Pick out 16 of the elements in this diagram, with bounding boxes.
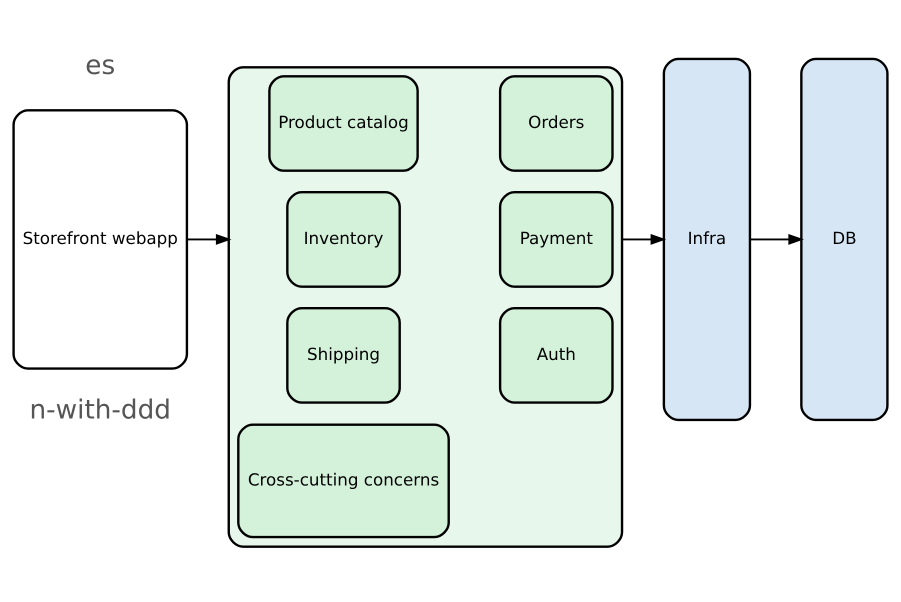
arrow [622, 234, 666, 245]
node-box: Payment [498, 191, 614, 288]
node-box: Storefront webapp [12, 109, 188, 370]
node-box: Infra [662, 58, 752, 422]
node-box: Inventory [286, 191, 401, 288]
label: n-with-ddd [30, 395, 171, 426]
node-box: Auth [498, 306, 614, 404]
arrow [187, 234, 232, 245]
node-box: Shipping [286, 306, 401, 404]
node-box: Product catalog [268, 75, 419, 172]
label: es [85, 50, 116, 81]
node-box: DB [800, 58, 889, 422]
node-box: Orders [498, 75, 614, 172]
arrow [750, 234, 804, 245]
node-box: Cross-cutting concerns [237, 424, 450, 538]
cluster [228, 66, 624, 548]
